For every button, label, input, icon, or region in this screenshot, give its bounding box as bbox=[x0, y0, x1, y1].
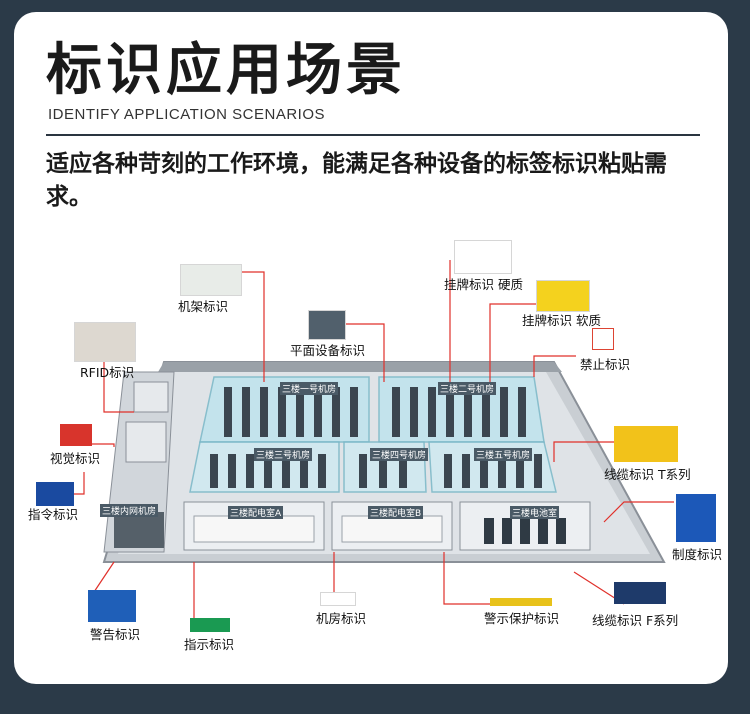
label-room: 机房标识 bbox=[316, 611, 367, 626]
visual-sign-thumb bbox=[60, 424, 92, 446]
room-tag-5: 三楼五号机房 bbox=[474, 448, 533, 461]
page-title: 标识应用场景 bbox=[46, 38, 406, 103]
flat-label-thumb bbox=[308, 310, 346, 340]
label-hang-hard: 挂牌标识 硬质 bbox=[444, 277, 523, 292]
label-rack: 机架标识 bbox=[178, 299, 229, 314]
room-tag-6: 三楼内网机房 bbox=[100, 504, 159, 517]
label-forbid: 禁止标识 bbox=[580, 357, 631, 372]
label-cable-f: 线缆标识 F系列 bbox=[592, 613, 679, 628]
label-command: 指令标识 bbox=[28, 507, 79, 522]
room-tag-3: 三楼三号机房 bbox=[254, 448, 313, 461]
hang-soft-thumb bbox=[536, 280, 590, 312]
rack-label-thumb bbox=[180, 264, 242, 296]
label-flat: 平面设备标识 bbox=[290, 343, 366, 358]
room-tag-4: 三楼四号机房 bbox=[370, 448, 429, 461]
label-warning: 警告标识 bbox=[90, 627, 141, 642]
label-visual: 视觉标识 bbox=[50, 451, 101, 466]
room-tag-8: 三楼配电室B bbox=[368, 506, 424, 519]
room-tag-2: 三楼二号机房 bbox=[438, 382, 497, 395]
room-sign-thumb bbox=[320, 592, 356, 606]
divider bbox=[46, 134, 700, 136]
indicate-sign-thumb bbox=[190, 618, 230, 632]
warning-sign-thumb bbox=[88, 590, 136, 622]
cable-f-thumb bbox=[614, 582, 666, 604]
label-cable-t: 线缆标识 T系列 bbox=[604, 467, 691, 482]
label-guard: 警示保护标识 bbox=[484, 611, 560, 626]
content-card: 标识应用场景 IDENTIFY APPLICATION SCENARIOS 适应… bbox=[14, 12, 728, 684]
label-rfid: RFID标识 bbox=[80, 365, 135, 380]
description: 适应各种苛刻的工作环境，能满足各种设备的标签标识粘贴需求。 bbox=[46, 151, 667, 210]
rfid-thumb bbox=[74, 322, 136, 362]
label-hang-soft: 挂牌标识 软质 bbox=[522, 313, 601, 328]
room-tag-7: 三楼配电室A bbox=[228, 506, 284, 519]
room-tag-1: 三楼一号机房 bbox=[280, 382, 339, 395]
system-sign-thumb bbox=[676, 494, 716, 542]
datacenter-scene: 三楼一号机房 三楼二号机房 三楼三号机房 三楼四号机房 三楼五号机房 三楼内网机… bbox=[14, 232, 728, 684]
cable-t-thumb bbox=[614, 426, 678, 462]
page-subtitle: IDENTIFY APPLICATION SCENARIOS bbox=[48, 106, 326, 123]
label-indicate: 指示标识 bbox=[184, 637, 235, 652]
command-sign-thumb bbox=[36, 482, 74, 506]
room-tag-9: 三楼电池室 bbox=[510, 506, 560, 519]
forbid-sign-thumb bbox=[592, 328, 614, 350]
label-system: 制度标识 bbox=[672, 547, 723, 562]
guard-tape-thumb bbox=[490, 598, 552, 606]
hang-hard-thumb bbox=[454, 240, 512, 274]
